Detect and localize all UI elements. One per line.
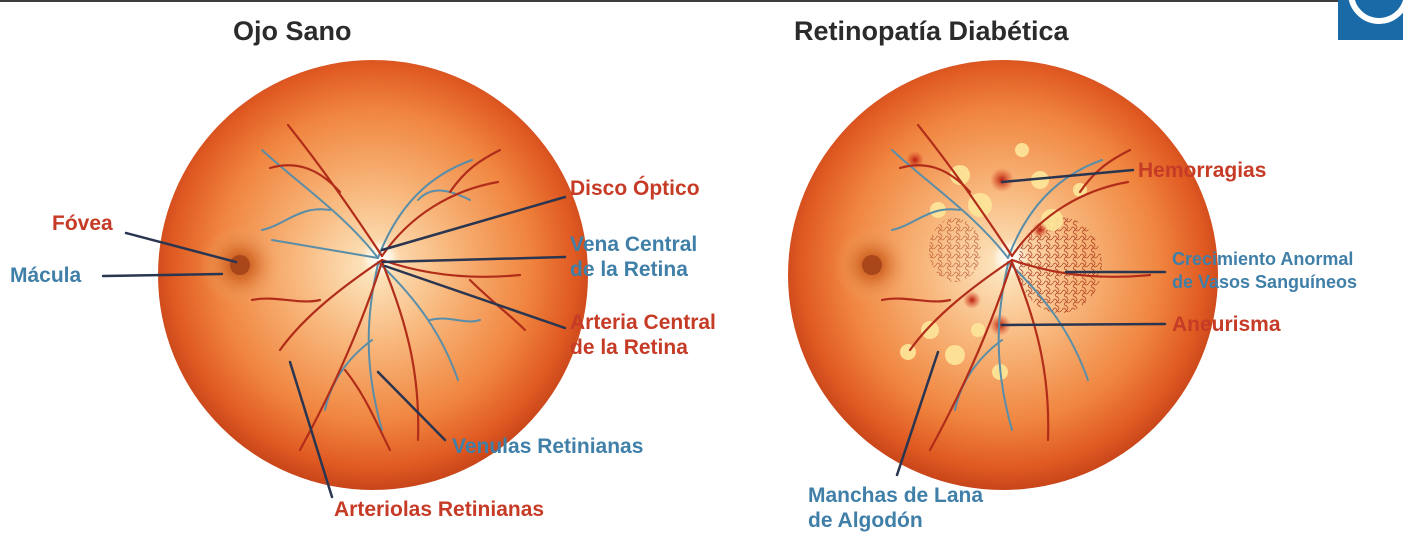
label-central-vein-line1: Vena Central [570, 232, 697, 257]
label-central-artery-line1: Arteria Central [570, 310, 716, 335]
label-cotton-wool: Manchas de Lana de Algodón [808, 483, 983, 533]
label-central-artery-line2: de la Retina [570, 335, 716, 360]
label-abnormal-growth: Crecimiento Anormal de Vasos Sanguíneos [1172, 248, 1357, 294]
label-aneurysm: Aneurisma [1172, 312, 1281, 337]
label-optic-disc: Disco Óptico [570, 176, 700, 201]
diabetic-eye-fundus [788, 60, 1218, 490]
label-cotton-wool-line1: Manchas de Lana [808, 483, 983, 508]
label-fovea: Fóvea [52, 211, 113, 236]
abnormal-vessel-patch-secondary [929, 218, 981, 282]
label-hemorrhages: Hemorragias [1138, 158, 1266, 183]
label-macula: Mácula [10, 263, 81, 288]
label-cotton-wool-line2: de Algodón [808, 508, 983, 533]
label-abnormal-growth-line1: Crecimiento Anormal [1172, 248, 1357, 271]
label-central-vein: Vena Central de la Retina [570, 232, 697, 282]
leader-aneurysm [1002, 324, 1165, 325]
label-central-vein-line2: de la Retina [570, 257, 697, 282]
label-central-artery: Arteria Central de la Retina [570, 310, 716, 360]
label-venules: Venulas Retinianas [452, 434, 643, 459]
label-arterioles: Arteriolas Retinianas [334, 497, 544, 522]
label-abnormal-growth-line2: de Vasos Sanguíneos [1172, 271, 1357, 294]
